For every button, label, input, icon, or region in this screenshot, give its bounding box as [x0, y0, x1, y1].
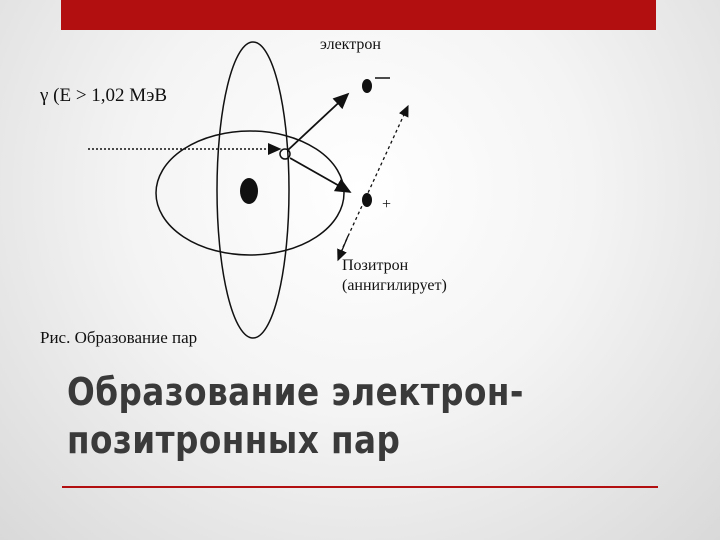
slide-title: Образование электрон- позитронных пар — [67, 368, 583, 464]
annihilation-track — [337, 104, 409, 259]
positron-label-line1: Позитрон — [342, 257, 409, 274]
horizontal-orbit — [155, 130, 345, 256]
gamma-energy-label: γ (Е > 1,02 МэВ — [40, 85, 168, 106]
pair-production-diagram: электрон γ (Е > 1,02 МэВ + Позитрон (анн… — [30, 30, 450, 360]
interaction-point — [279, 148, 291, 160]
top-accent-bar — [61, 0, 656, 30]
slide-title-line2: позитронных пар — [67, 418, 401, 462]
electron-arrow — [287, 92, 350, 151]
electron-label: электрон — [320, 36, 381, 53]
vertical-orbit — [216, 41, 290, 339]
positron-particle — [362, 193, 372, 207]
title-underline — [62, 486, 658, 488]
figure-caption: Рис. Образование пар — [40, 328, 198, 347]
positron-label: Позитрон (аннигилирует) — [342, 256, 447, 296]
positron-label-line2: (аннигилирует) — [342, 277, 447, 294]
annihilation-track-lower — [337, 235, 349, 262]
diagram-drawing — [88, 41, 409, 339]
electron-particle — [362, 79, 372, 93]
nucleus — [240, 178, 258, 204]
slide-title-line1: Образование электрон- — [67, 370, 524, 414]
plus-sign-label: + — [382, 196, 392, 213]
positron-arrow — [289, 157, 352, 193]
